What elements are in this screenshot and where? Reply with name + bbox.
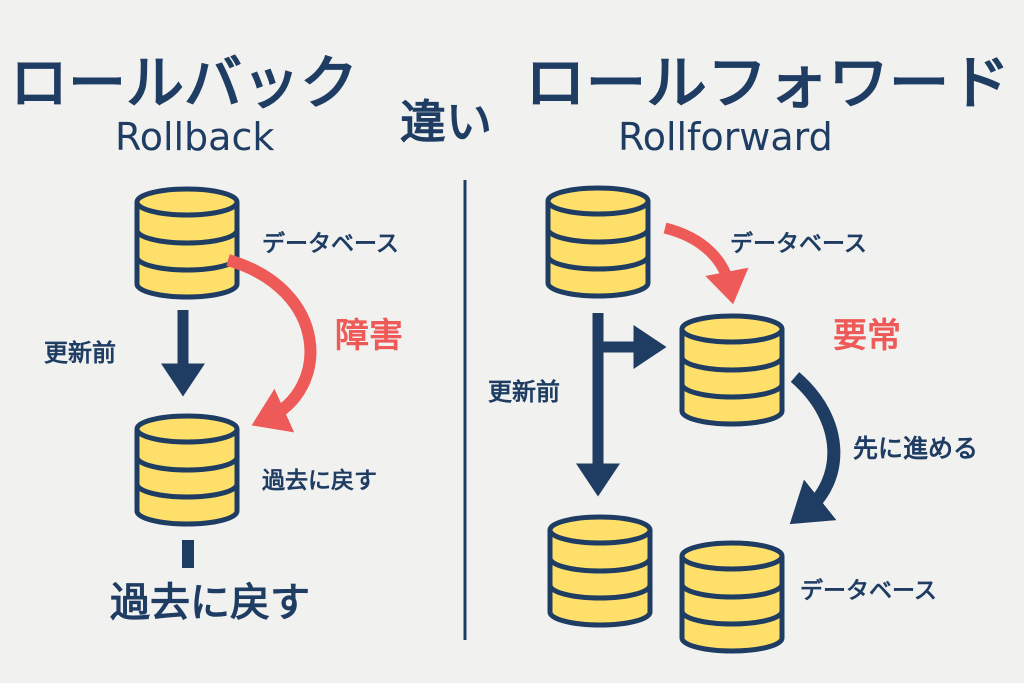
curved-arrow-icon: [663, 222, 749, 305]
connector-bar: [182, 540, 194, 568]
right-db-label-bottom: データベース: [800, 577, 937, 604]
left-db-label: データベース: [262, 230, 399, 257]
right-db-label-top: データベース: [730, 230, 867, 257]
database-icon: [137, 189, 237, 297]
footer-label: 過去に戻す: [110, 580, 310, 626]
left-before-update-label: 更新前: [44, 339, 116, 367]
database-icon: [137, 416, 237, 524]
forward-label: 先に進める: [853, 434, 978, 463]
database-icon: [550, 517, 650, 625]
database-icon: [548, 188, 648, 296]
right-before-update-label: 更新前: [488, 378, 560, 406]
database-icon: [682, 543, 782, 651]
right-title-en: Rollforward: [618, 115, 833, 159]
left-title-en: Rollback: [115, 115, 274, 159]
anomaly-label: 要常: [833, 316, 901, 356]
revert-label: 過去に戻す: [262, 467, 377, 494]
left-title-ja: ロールバック: [10, 49, 358, 117]
database-icon: [682, 316, 782, 424]
right-title-ja: ロールフォワード: [525, 49, 1010, 117]
curved-arrow-icon: [226, 254, 317, 433]
failure-label: 障害: [335, 316, 403, 356]
curved-arrow-icon: [789, 372, 841, 525]
center-title: 違い: [400, 95, 492, 149]
